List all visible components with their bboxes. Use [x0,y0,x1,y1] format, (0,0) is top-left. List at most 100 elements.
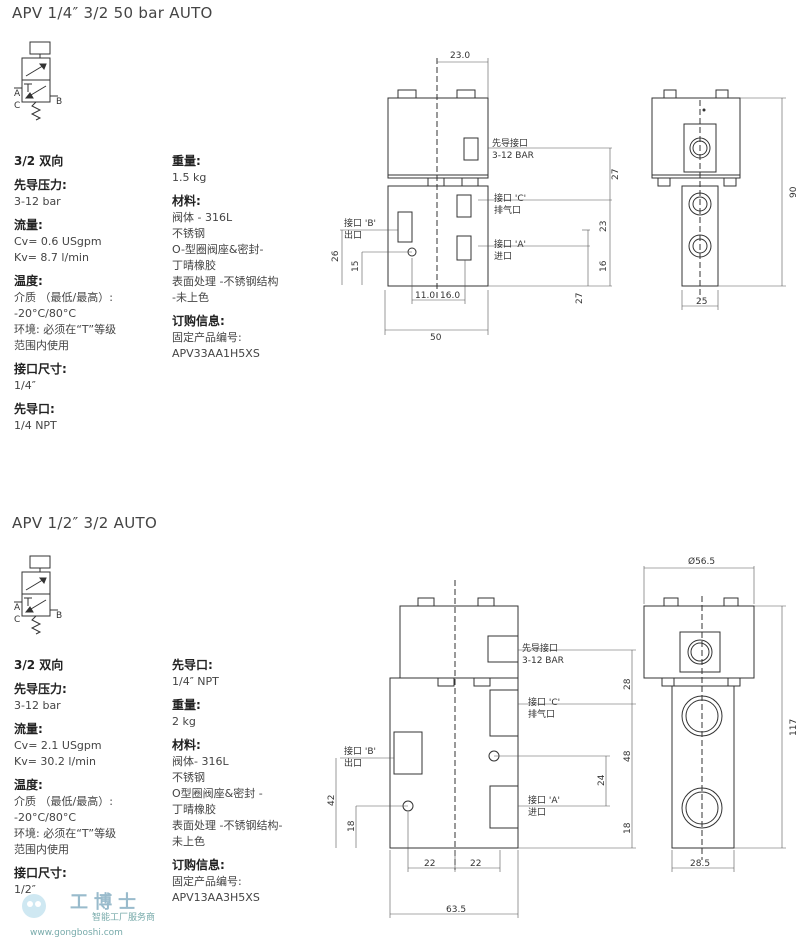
spec-value: Kv= 8.7 l/min [14,251,89,264]
spec-value: 固定产品编号: [172,875,242,888]
spec-group: 3/2 双向 [14,152,164,170]
spec-heading: 3/2 双向 [14,658,64,672]
dim-2-2: 48 [623,750,633,762]
spec-value: 介质 （最低/最高）: [14,291,113,304]
spec-value: 1/4 NPT [14,419,57,432]
label-2-1: 3-12 BAR [522,656,564,666]
dim-1-6: 15 [351,261,361,272]
label-1-3: 排气口 [494,204,521,216]
spec-heading: 先导压力: [14,682,67,696]
spec-value: 环境: 必须在“T”等级 [14,827,117,840]
spec-heading: 先导口: [14,402,55,416]
label-2-4: 接口 'B' [344,745,376,757]
dim-2-4: 18 [623,822,633,834]
dim-1-3: 16 [599,260,609,272]
spec-group: 先导口: 1/4 NPT [14,400,164,434]
spec-value: 环境: 必须在“T”等级 [14,323,117,336]
spec-value: APV13AA3H5XS [172,891,260,904]
spec-value: 阀体- 316L [172,755,229,768]
dim-2-9: 63.5 [446,905,466,915]
spec-value: -20°C/80°C [14,811,77,824]
dim-2-0: Ø56.5 [688,556,715,567]
spec-value: 介质 （最低/最高）: [14,795,113,808]
spec-group: 温度: 介质 （最低/最高）: -20°C/80°C 环境: 必须在“T”等级范围内使… [14,272,164,354]
spec-heading: 流量: [14,722,43,736]
spec-value: 范围内使用 [14,843,69,856]
label-1-6: 接口 'B' [344,217,376,229]
spec-value: O-型圈阀座&密封- [172,243,264,256]
label-2-7: 进口 [528,807,546,818]
dim-1-4: 27 [575,293,585,304]
spec-value: 未上色 [172,835,205,848]
dim-1-0: 23.0 [450,51,470,61]
spec-heading: 温度: [14,778,43,792]
spec-value: 不锈钢 [172,771,205,784]
dim-2-6: 18 [347,820,357,832]
dim-1-8: 16.0 [440,291,460,301]
spec-heading: 温度: [14,274,43,288]
section2-title: APV 1/2″ 3/2 AUTO [12,514,158,532]
spec-value: 1.5 kg [172,171,207,184]
label-2-0: 先导接口 [522,642,558,654]
label-1-1: 3-12 BAR [492,151,534,161]
watermark-tagline: 智能工厂服务商 [92,913,156,923]
spec-heading: 3/2 双向 [14,154,64,168]
spec-value: O型圈阀座&密封 - [172,787,263,800]
dim-2-11: 117 [789,719,799,736]
spec-heading: 接口尺寸: [14,866,67,880]
label-1-5: 进口 [494,251,512,262]
spec-group: 温度: 介质 （最低/最高）: -20°C/80°C 环境: 必须在“T”等级范围内使… [14,776,164,858]
spec-group: 先导压力:3-12 bar [14,680,164,714]
spec-value: 阀体 - 316L [172,211,233,224]
label-2-5: 出口 [344,757,362,769]
spec-group: 订购信息:固定产品编号:APV33AA1H5XS [172,312,332,362]
spec-group: 订购信息: 固定产品编号: APV13AA3H5XS [172,856,332,906]
watermark-logo [14,884,74,928]
spec-heading: 接口尺寸: [14,362,67,376]
spec-heading: 订购信息: [172,858,225,872]
spec-group: 接口尺寸: 1/4″ [14,360,164,394]
label-2-6: 接口 'A' [528,794,560,806]
spec-value: Kv= 30.2 l/min [14,755,96,768]
spec-group: 先导压力:3-12 bar [14,176,164,210]
spec-value: 1/2″ [14,883,36,896]
spec-heading: 流量: [14,218,43,232]
spec-value: 1/4″ [14,379,36,392]
dim-2-3: 24 [597,774,607,786]
dim-2-5: 42 [327,795,337,806]
spec-value: APV33AA1H5XS [172,347,260,360]
watermark-url: www.gongboshi.com [30,928,123,938]
dim-2-7: 22 [424,859,435,869]
spec-value: -未上色 [172,291,209,304]
spec-value: 丁晴橡胶 [172,803,216,816]
dim-2-8: 22 [470,859,481,869]
spec-heading: 重量: [172,698,201,712]
spec-group: 重量:1.5 kg [172,152,332,186]
spec-group: 3/2 双向 [14,656,164,674]
dim-1-2: 23 [599,221,609,232]
label-2-2: 接口 'C' [528,696,560,708]
label-1-7: 出口 [344,229,362,241]
dim-1-10: 25 [696,297,707,307]
spec-value: 表面处理 -不锈钢结构- [172,819,283,832]
spec-value: 固定产品编号: [172,331,242,344]
spec-value: Cv= 0.6 USgpm [14,235,102,248]
dim-1-9: 50 [430,333,442,343]
spec-heading: 先导口: [172,658,213,672]
spec-value: 2 kg [172,715,196,728]
label-1-2: 接口 'C' [494,192,526,204]
spec-value: 丁晴橡胶 [172,259,216,272]
spec-value: -20°C/80°C [14,307,77,320]
spec-heading: 材料: [172,194,201,208]
spec-value: Cv= 2.1 USgpm [14,739,102,752]
spec-value: 范围内使用 [14,339,69,352]
spec-value: 3-12 bar [14,195,61,208]
dim-1-11: 90 [789,186,799,198]
